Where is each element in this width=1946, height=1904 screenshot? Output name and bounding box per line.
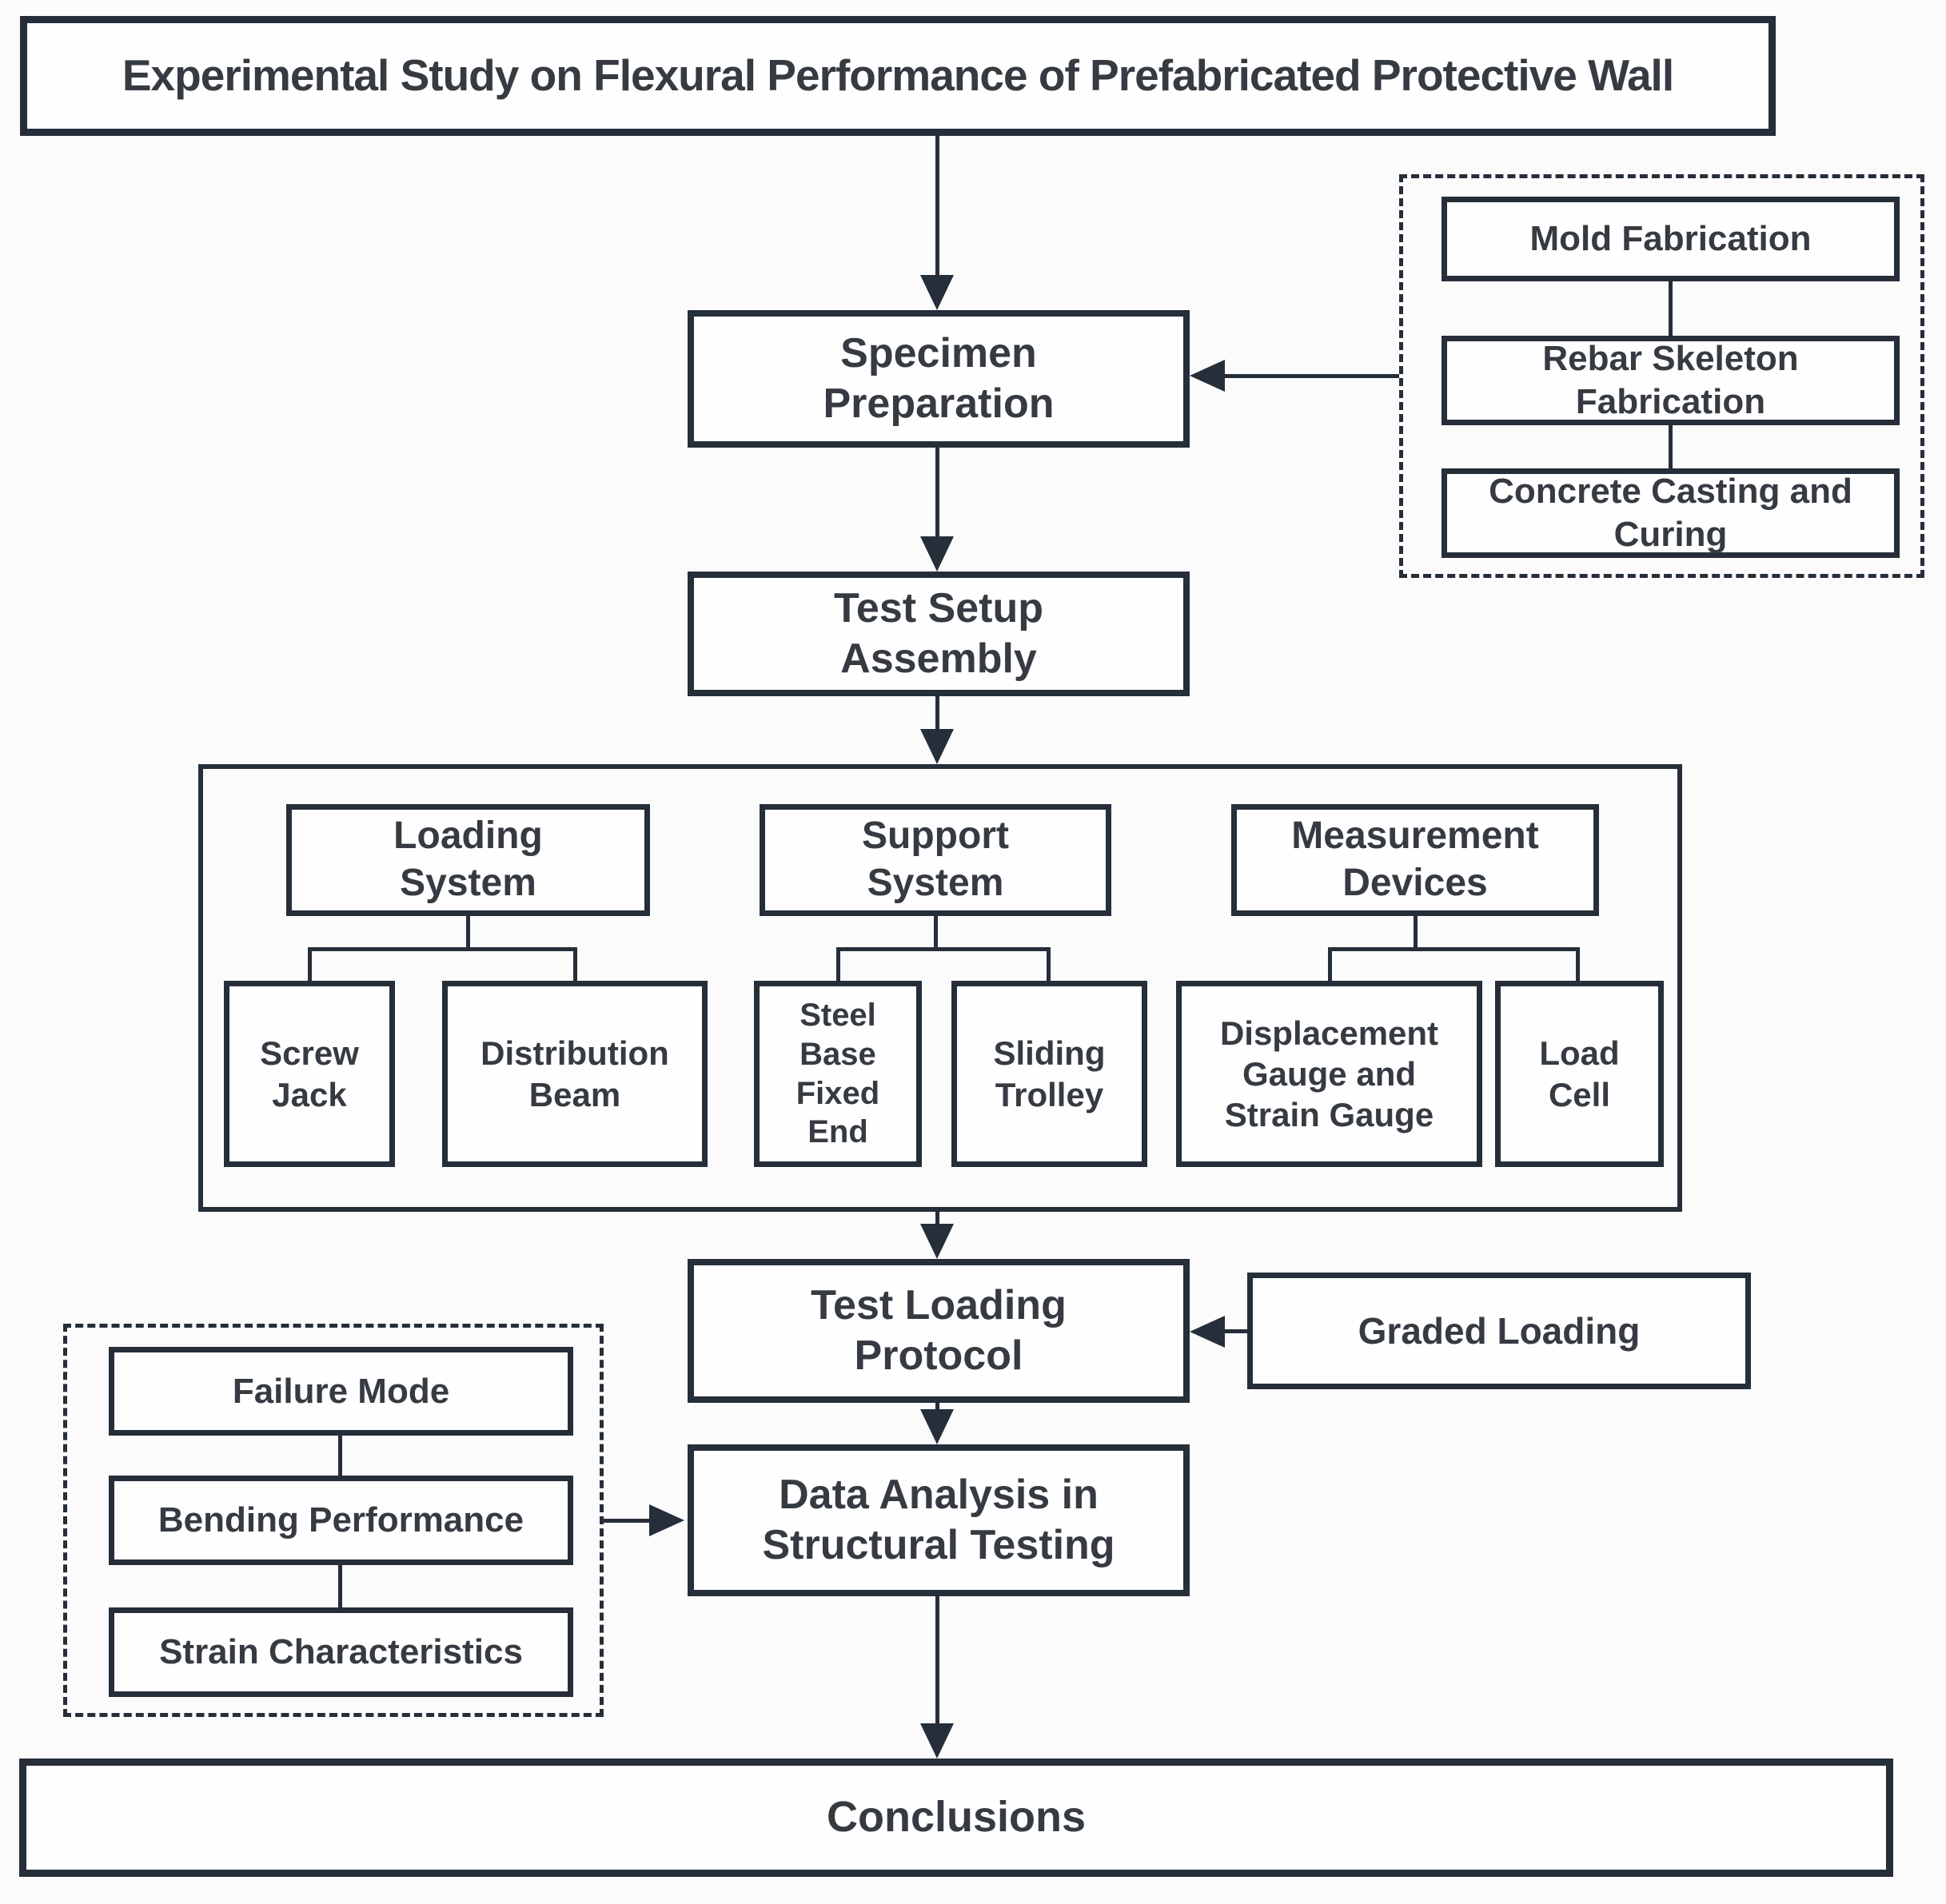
node-conclusions: Conclusions	[19, 1759, 1893, 1877]
node-rebar-skeleton-fabrication: Rebar Skeleton Fabrication	[1442, 336, 1900, 425]
tree-measurement-stub	[1414, 916, 1418, 947]
node-bending-performance: Bending Performance	[109, 1476, 573, 1565]
connector-failure-to-bending	[338, 1436, 342, 1476]
tree-measurement-horizontal	[1328, 947, 1580, 951]
node-support-system: Support System	[760, 804, 1111, 916]
arrow-protocol-to-analysis-stem	[935, 1403, 939, 1409]
title-box: Experimental Study on Flexural Performan…	[20, 16, 1776, 136]
node-strain-characteristics: Strain Characteristics	[109, 1607, 573, 1697]
arrow-graded-to-protocol-head	[1190, 1316, 1225, 1348]
arrow-fabrication-to-specimen-head	[1190, 360, 1225, 392]
node-sliding-trolley: Sliding Trolley	[951, 981, 1147, 1167]
arrow-systems-to-protocol-head	[920, 1224, 954, 1259]
arrow-aspects-to-analysis-stem	[604, 1519, 649, 1523]
tree-support-horizontal	[836, 947, 1051, 951]
group-analysis-aspects	[63, 1324, 604, 1717]
node-displacement-strain-gauge: Displacement Gauge and Strain Gauge	[1176, 981, 1482, 1167]
tree-loading-stub	[466, 916, 470, 947]
tree-support-drop-sliding-trolley	[1047, 947, 1051, 981]
connector-bending-to-strain	[338, 1565, 342, 1607]
tree-loading-drop-screw-jack	[308, 947, 312, 981]
arrow-protocol-to-analysis-head	[920, 1409, 954, 1444]
node-mold-fabrication: Mold Fabrication	[1442, 197, 1900, 281]
node-screw-jack: Screw Jack	[224, 981, 395, 1167]
arrow-title-to-specimen-head	[920, 275, 954, 310]
node-distribution-beam: Distribution Beam	[442, 981, 708, 1167]
arrow-specimen-to-testsetup-stem	[935, 448, 939, 536]
node-concrete-casting-curing: Concrete Casting and Curing	[1442, 468, 1900, 558]
tree-loading-horizontal	[308, 947, 577, 951]
group-fabrication-steps	[1399, 174, 1924, 578]
group-test-setup-systems	[198, 764, 1682, 1212]
arrow-specimen-to-testsetup-head	[920, 536, 954, 572]
connector-mold-to-rebar	[1669, 281, 1673, 336]
node-failure-mode: Failure Mode	[109, 1347, 573, 1436]
node-loading-system: Loading System	[286, 804, 650, 916]
node-graded-loading: Graded Loading	[1247, 1273, 1751, 1389]
tree-measurement-drop-load-cell	[1576, 947, 1580, 981]
node-data-analysis: Data Analysis in Structural Testing	[688, 1444, 1190, 1596]
arrow-testsetup-to-systems-head	[920, 729, 954, 764]
arrow-title-to-specimen-stem	[935, 136, 939, 275]
node-test-loading-protocol: Test Loading Protocol	[688, 1259, 1190, 1403]
node-measurement-devices: Measurement Devices	[1231, 804, 1599, 916]
tree-loading-drop-distribution-beam	[573, 947, 577, 981]
arrow-fabrication-to-specimen-stem	[1225, 374, 1399, 378]
node-test-setup-assembly: Test Setup Assembly	[688, 572, 1190, 696]
node-load-cell: Load Cell	[1495, 981, 1664, 1167]
tree-support-stub	[934, 916, 938, 947]
arrow-analysis-to-conclusions-stem	[935, 1596, 939, 1723]
arrow-analysis-to-conclusions-head	[920, 1723, 954, 1759]
arrow-graded-to-protocol-stem	[1225, 1329, 1247, 1333]
node-specimen-preparation: Specimen Preparation	[688, 310, 1190, 448]
arrow-aspects-to-analysis-head	[649, 1504, 684, 1536]
node-steel-base-fixed-end: Steel Base Fixed End	[754, 981, 922, 1167]
arrow-systems-to-protocol-stem	[935, 1212, 939, 1224]
connector-rebar-to-concrete	[1669, 425, 1673, 468]
tree-measurement-drop-displacement	[1328, 947, 1332, 981]
tree-support-drop-steel-base	[836, 947, 840, 981]
arrow-testsetup-to-systems-stem	[935, 696, 939, 729]
